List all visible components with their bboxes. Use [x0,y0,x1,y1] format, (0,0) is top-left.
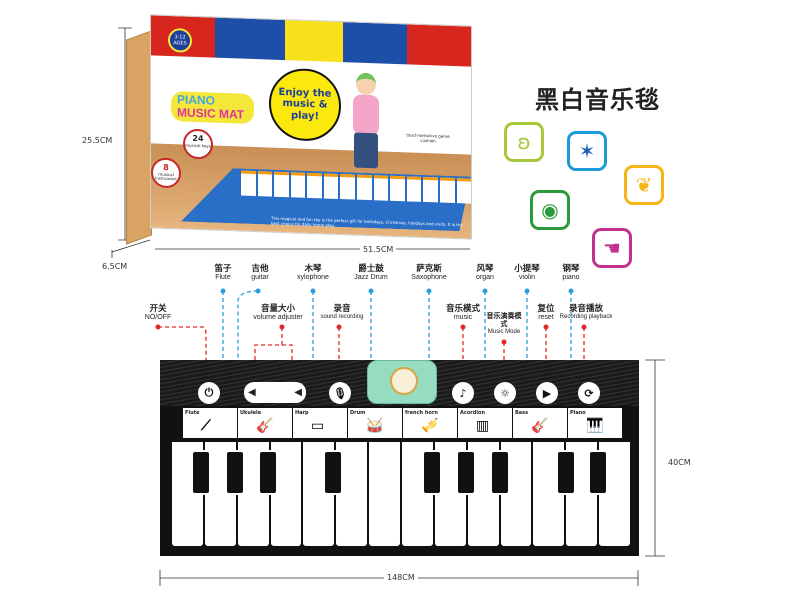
playback-button[interactable]: ⟳ [578,382,600,404]
black-key[interactable] [323,450,343,495]
box-side-panel [126,30,152,245]
black-key[interactable] [456,450,476,495]
volume-adjuster[interactable]: ◀◀ [244,382,306,403]
black-key[interactable] [191,450,211,495]
child-head [356,72,376,96]
brain-icon: ❦ [624,165,664,205]
grand-piano-icon: 🎹 [586,418,604,434]
speaker-unit [367,360,437,404]
white-key[interactable] [369,442,401,546]
eye-icon: ◉ [530,190,570,230]
power-button[interactable]: ⏻ [198,382,220,404]
hand-icon: ☚ [592,228,632,268]
mat-width-label: 148CM [384,573,418,582]
black-key[interactable] [588,450,608,495]
black-key[interactable] [225,450,245,495]
volume-up-icon[interactable]: ◀ [294,387,302,398]
speaker-logo [390,367,418,395]
ages-badge: 3-12 AGES [168,28,192,53]
paint-stripe [343,22,407,65]
pad-harp[interactable]: Harp▭ [293,408,347,438]
box-depth-label: 6.5CM [102,262,128,271]
child-legs [354,132,378,169]
reset-button[interactable]: ▶ [536,382,558,404]
box-width-label: 51.5CM [360,245,397,254]
flute-icon: ⟋ [201,418,211,434]
music-button[interactable]: ♪ [452,382,474,404]
magic-wand-icon: ✶ [567,131,607,171]
accordion-icon: ▥ [476,418,490,434]
black-key[interactable] [490,450,510,495]
black-key[interactable] [556,450,576,495]
pad-drum[interactable]: Drum🥁 [348,408,402,438]
horn-icon: 🎺 [421,418,439,434]
record-button[interactable]: 🎙 [329,382,351,404]
pad-ukulele[interactable]: Ukulele🎸 [238,408,292,438]
guitar-icon: 🎸 [256,418,274,434]
mat-height-label: 40CM [668,458,691,467]
pad-piano[interactable]: Piano🎹 [568,408,622,438]
slogan-badge: Enjoy the music & play! [269,67,341,143]
bass-guitar-icon: 🎸 [531,418,549,434]
touch-text: touch-sensitive game cushion [406,132,450,144]
box-height-label: 25.5CM [82,136,113,145]
paint-stripe [407,24,471,67]
pad-bass[interactable]: Bass🎸 [513,408,567,438]
pad-accordion[interactable]: Acordion▥ [458,408,512,438]
pad-french-horn[interactable]: french horn🎺 [403,408,457,438]
drum-icon: 🥁 [366,418,384,434]
child-body [353,94,379,136]
music-mode-button[interactable]: ☼ [494,382,516,404]
volume-down-icon[interactable]: ◀ [248,387,256,398]
ear-icon: ʚ [504,122,544,162]
black-key[interactable] [422,450,442,495]
paint-stripe [215,17,286,61]
xylophone-icon: ▭ [311,418,325,434]
pad-flute[interactable]: Flute⟋ [183,408,237,438]
product-title: 黑白音乐毯 [535,86,660,114]
paint-stripe [285,20,343,63]
black-key[interactable] [258,450,278,495]
